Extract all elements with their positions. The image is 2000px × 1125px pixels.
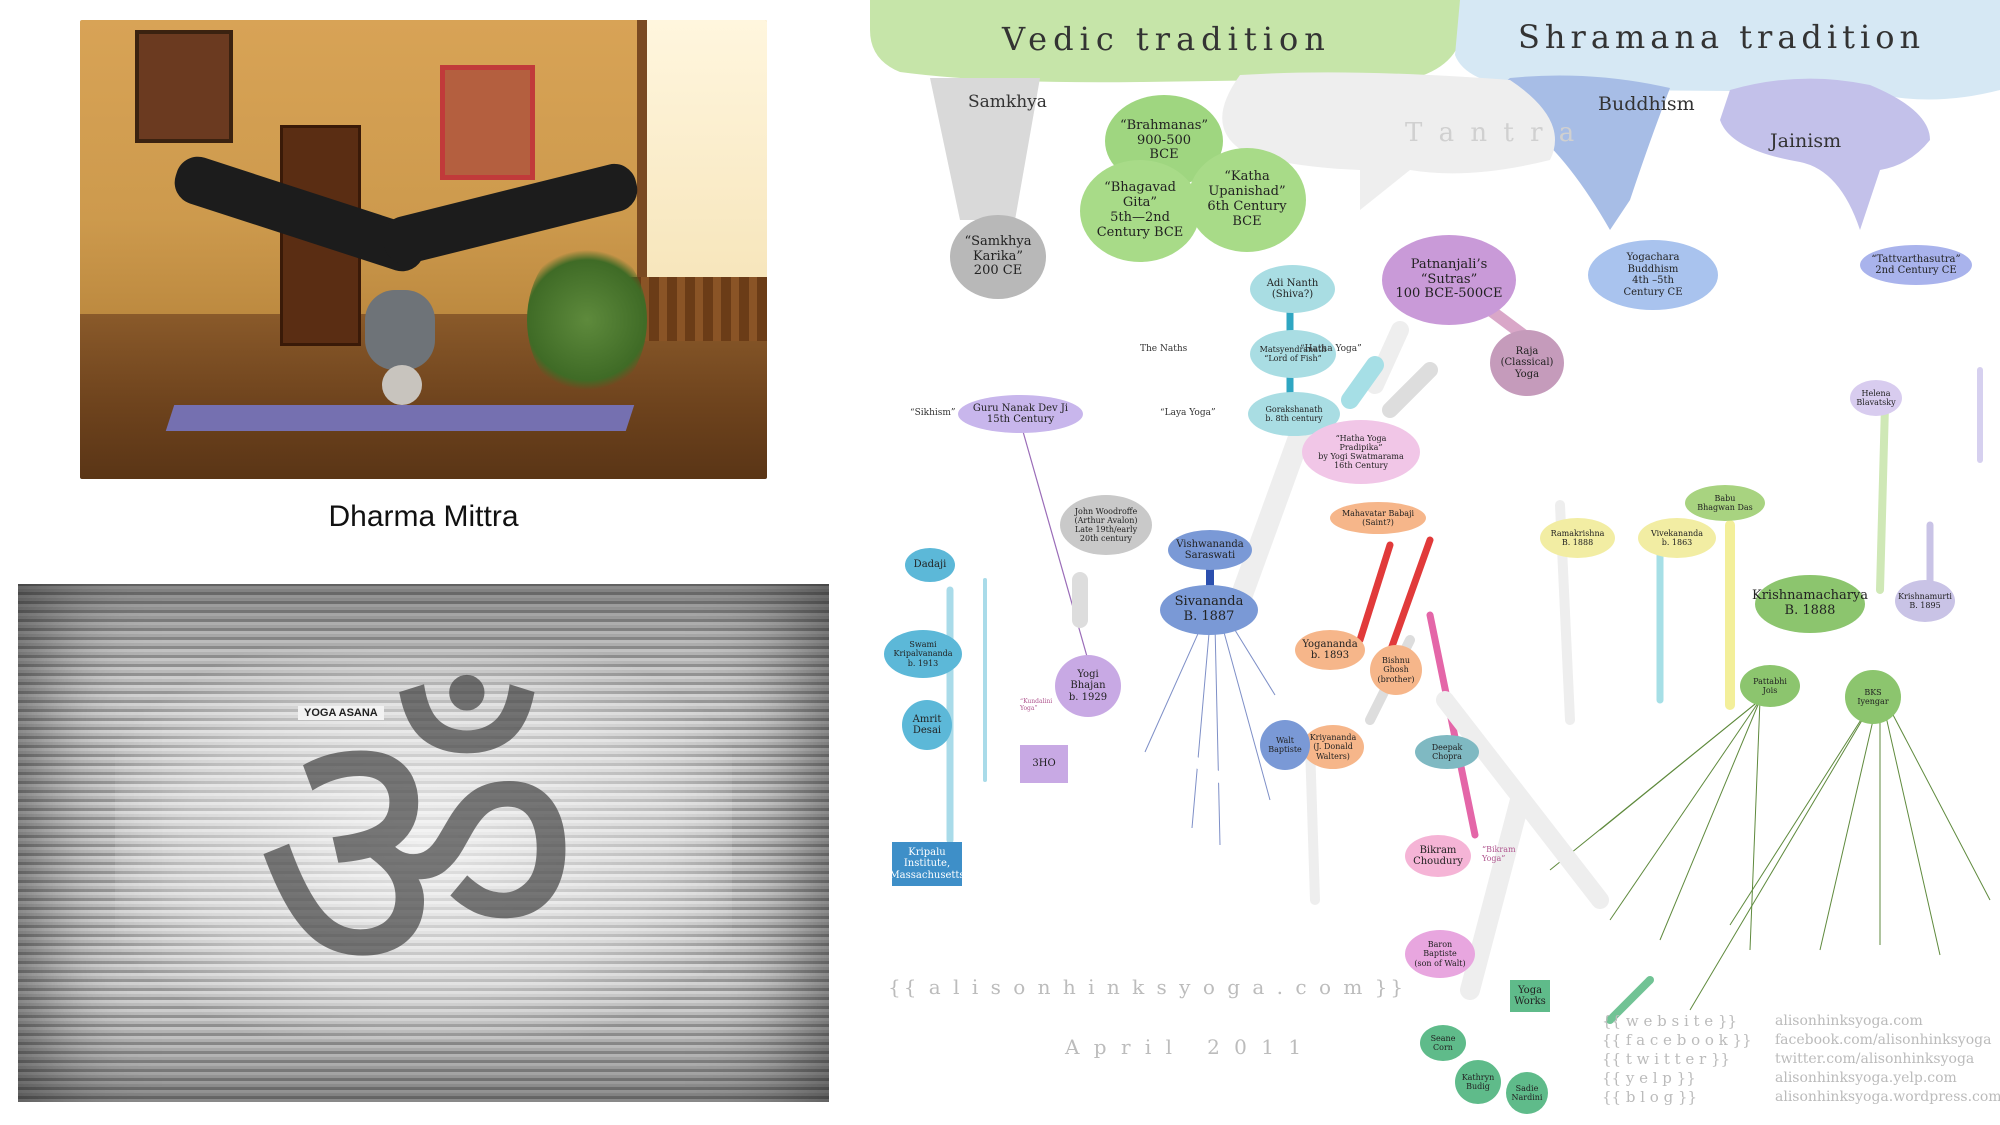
photo-deity-frame [440,65,535,180]
node-samkhya-karika: “Samkhya Karika” 200 CE [950,215,1046,299]
label-laya-yoga: “Laya Yoga” [1160,408,1216,418]
photo-torso [365,290,435,370]
photo-portrait-frame [135,30,233,143]
node-sivananda: Sivananda B. 1887 [1160,585,1258,635]
node-bishnu-ghosh: Bishnu Ghosh (brother) [1370,645,1422,695]
node-ramakrishna: Ramakrishna B. 1888 [1540,518,1615,558]
node-yogi-bhajan: Yogi Bhajan b. 1929 [1055,655,1121,717]
footer-links-left: {{ w e b s i t e }} {{ f a c e b o o k }… [1602,1012,1752,1107]
sivananda-connectors [1145,618,1275,845]
yoga-lineage-diagram: Vedic tradition Shramana tradition Samkh… [870,0,2000,1125]
shramana-tradition-title: Shramana tradition [1518,18,1925,56]
node-vivekananda: Vivekananda b. 1863 [1638,518,1716,558]
node-krishnamacharya: Krishnamacharya B. 1888 [1755,575,1865,633]
vedic-tradition-title: Vedic tradition [1002,20,1331,58]
photo-caption: Dharma Mittra [80,500,767,534]
node-helena-blavatsky: Helena Blavatsky [1850,380,1902,416]
photo-yoga-mat [166,405,634,431]
footer-url-yelp[interactable]: alisonhinksyoga.yelp.com [1775,1069,2000,1088]
node-hatha-yoga-pradipika: “Hatha Yoga Pradipika” by Yogi Swatmaram… [1302,420,1420,484]
node-raja-yoga: Raja (Classical) Yoga [1490,330,1564,396]
photo-dharma-mittra [80,20,767,479]
footer-link-twitter[interactable]: {{ t w i t t e r }} [1602,1050,1752,1069]
label-kundalini-yoga: “Kundalini Yoga” [1020,698,1052,712]
node-matsyendranath: Matsyendranath “Lord of Fish” [1250,330,1336,378]
node-deepak-chopra: Deepak Chopra [1415,735,1479,769]
node-3ho: 3HO [1020,745,1068,783]
footer-url-website[interactable]: alisonhinksyoga.com [1775,1012,2000,1031]
footer-url-facebook[interactable]: facebook.com/alisonhinksyoga [1775,1031,2000,1050]
node-bikram-choudury: Bikram Choudury [1405,835,1471,877]
buddhism-label: Buddhism [1598,93,1695,115]
label-hatha-yoga: “Hatha Yoga” [1300,344,1362,354]
footer-link-facebook[interactable]: {{ f a c e b o o k }} [1602,1031,1752,1050]
node-bhagavad-gita: “Bhagavad Gita” 5th—2nd Century BCE [1080,160,1200,262]
node-kriyananda: Kriyananda (J. Donald Walters) [1302,725,1364,769]
label-sikhism: “Sikhism” [910,408,956,418]
node-mahavatar-babaji: Mahavatar Babaji (Saint?) [1330,502,1426,534]
jainism-bubble [1720,79,1930,230]
node-kathryn-budig: Kathryn Budig [1455,1060,1501,1104]
node-yoga-works: Yoga Works [1510,980,1550,1012]
node-bks-iyengar: BKS Iyengar [1845,670,1901,724]
footer-link-blog[interactable]: {{ b l o g }} [1602,1088,1752,1107]
photo-window [637,20,767,305]
footer-site: {{ a l i s o n h i n k s y o g a . c o m… [888,975,1406,999]
label-the-naths: The Naths [1140,344,1187,354]
node-sadie-nardini: Sadie Nardini [1506,1072,1548,1114]
node-kripalvananda: Swami Kripalvananda b. 1913 [884,630,962,678]
node-guru-nanak: Guru Nanak Dev Ji 15th Century [958,395,1083,433]
yoga-asana-poster: ॐ YOGA ASANA [18,584,829,1102]
footer-link-website[interactable]: {{ w e b s i t e }} [1602,1012,1752,1031]
node-dadaji: Dadaji [905,548,955,582]
samkhya-label: Samkhya [968,92,1047,112]
node-vishwananda: Vishwananda Saraswati [1168,530,1252,570]
node-baron-baptiste: Baron Baptiste (son of Walt) [1405,930,1475,978]
node-krishnamurti: Krishnamurti B. 1895 [1895,580,1955,622]
label-bikram-yoga: “Bikram Yoga” [1482,845,1516,863]
node-amrit-desai: Amrit Desai [902,700,952,750]
krishnamacharya-connectors [1550,690,1990,1010]
node-kripalu-institute: Kripalu Institute, Massachusetts [892,842,962,886]
node-walt-baptiste: Walt Baptiste [1260,720,1310,770]
node-tattvarthasutra: “Tattvarthasutra” 2nd Century CE [1860,245,1972,285]
node-patanjali-sutras: Patnanjali’s “Sutras” 100 BCE-500CE [1382,235,1516,325]
node-babu-bhagwan-das: Babu Bhagwan Das [1685,485,1765,521]
photo-plant [527,240,647,400]
node-john-woodroffe: John Woodroffe (Arthur Avalon) Late 19th… [1060,495,1152,555]
footer-links-right: alisonhinksyoga.com facebook.com/alisonh… [1775,1012,2000,1107]
node-seane-corn: Seane Corn [1420,1025,1466,1061]
photo-head [382,365,422,405]
node-katha-upanishad: “Katha Upanishad” 6th Century BCE [1188,148,1306,252]
footer-link-yelp[interactable]: {{ y e l p }} [1602,1069,1752,1088]
footer-url-blog[interactable]: alisonhinksyoga.wordpress.com [1775,1088,2000,1107]
poster-vignette [18,584,829,1102]
node-yogachara: Yogachara Buddhism 4th –5th Century CE [1588,240,1718,310]
jainism-label: Jainism [1770,130,1841,152]
tantra-label: T a n t r a [1405,118,1578,148]
node-pattabhi-jois: Pattabhi Jois [1740,665,1800,707]
footer-url-twitter[interactable]: twitter.com/alisonhinksyoga [1775,1050,2000,1069]
footer-date: A p r i l 2 0 1 1 [1065,1035,1305,1059]
node-adi-nath: Adi Nanth (Shiva?) [1250,265,1335,313]
node-yogananda: Yogananda b. 1893 [1295,630,1365,670]
